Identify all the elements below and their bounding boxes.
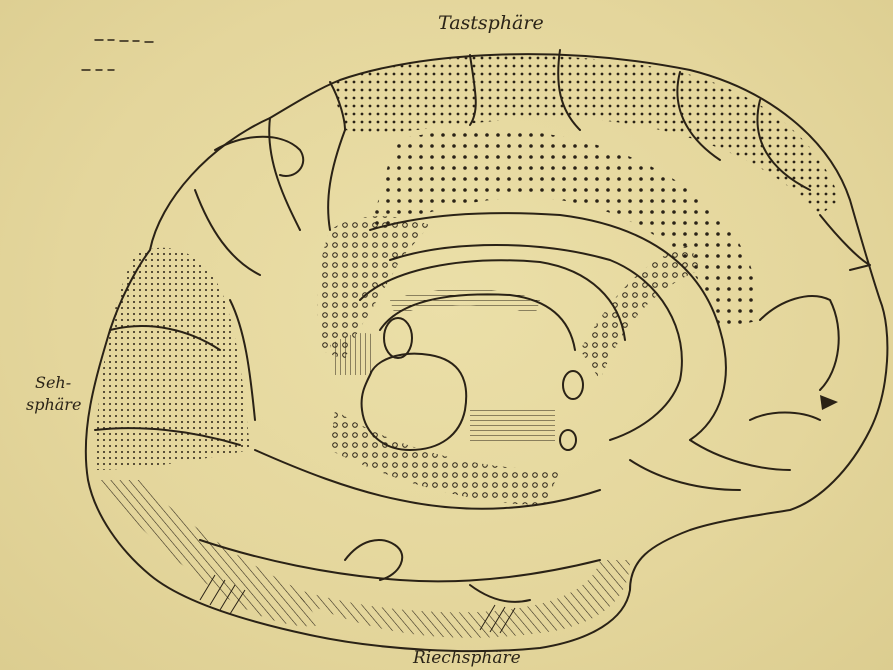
sulcus [470, 585, 530, 602]
label-sehsphaere-line2: sphäre [26, 395, 81, 414]
sulcus [750, 413, 820, 421]
sulcus-mark [820, 395, 838, 410]
label-riechsphaere: Riechsphäre [413, 648, 521, 668]
hatched-center [470, 410, 555, 445]
sulcus [195, 190, 260, 275]
sulcus [690, 440, 790, 470]
scan-mark [95, 40, 153, 42]
mammillary-body [563, 371, 583, 399]
dotted-region-occipital [95, 248, 250, 470]
gyrus [215, 137, 303, 176]
hatched-band [390, 289, 540, 315]
anterior-commissure [384, 318, 412, 358]
label-sehsphaere-line1: Seh- [35, 373, 71, 392]
sulcus [630, 460, 740, 490]
label-tastsphaere: Tastsphäre [438, 12, 544, 34]
gyrus [760, 296, 839, 390]
hatched-region-temporal [300, 560, 630, 638]
optic-structure [560, 430, 576, 450]
sulcus [328, 130, 345, 230]
gyrus-knot [345, 540, 402, 580]
